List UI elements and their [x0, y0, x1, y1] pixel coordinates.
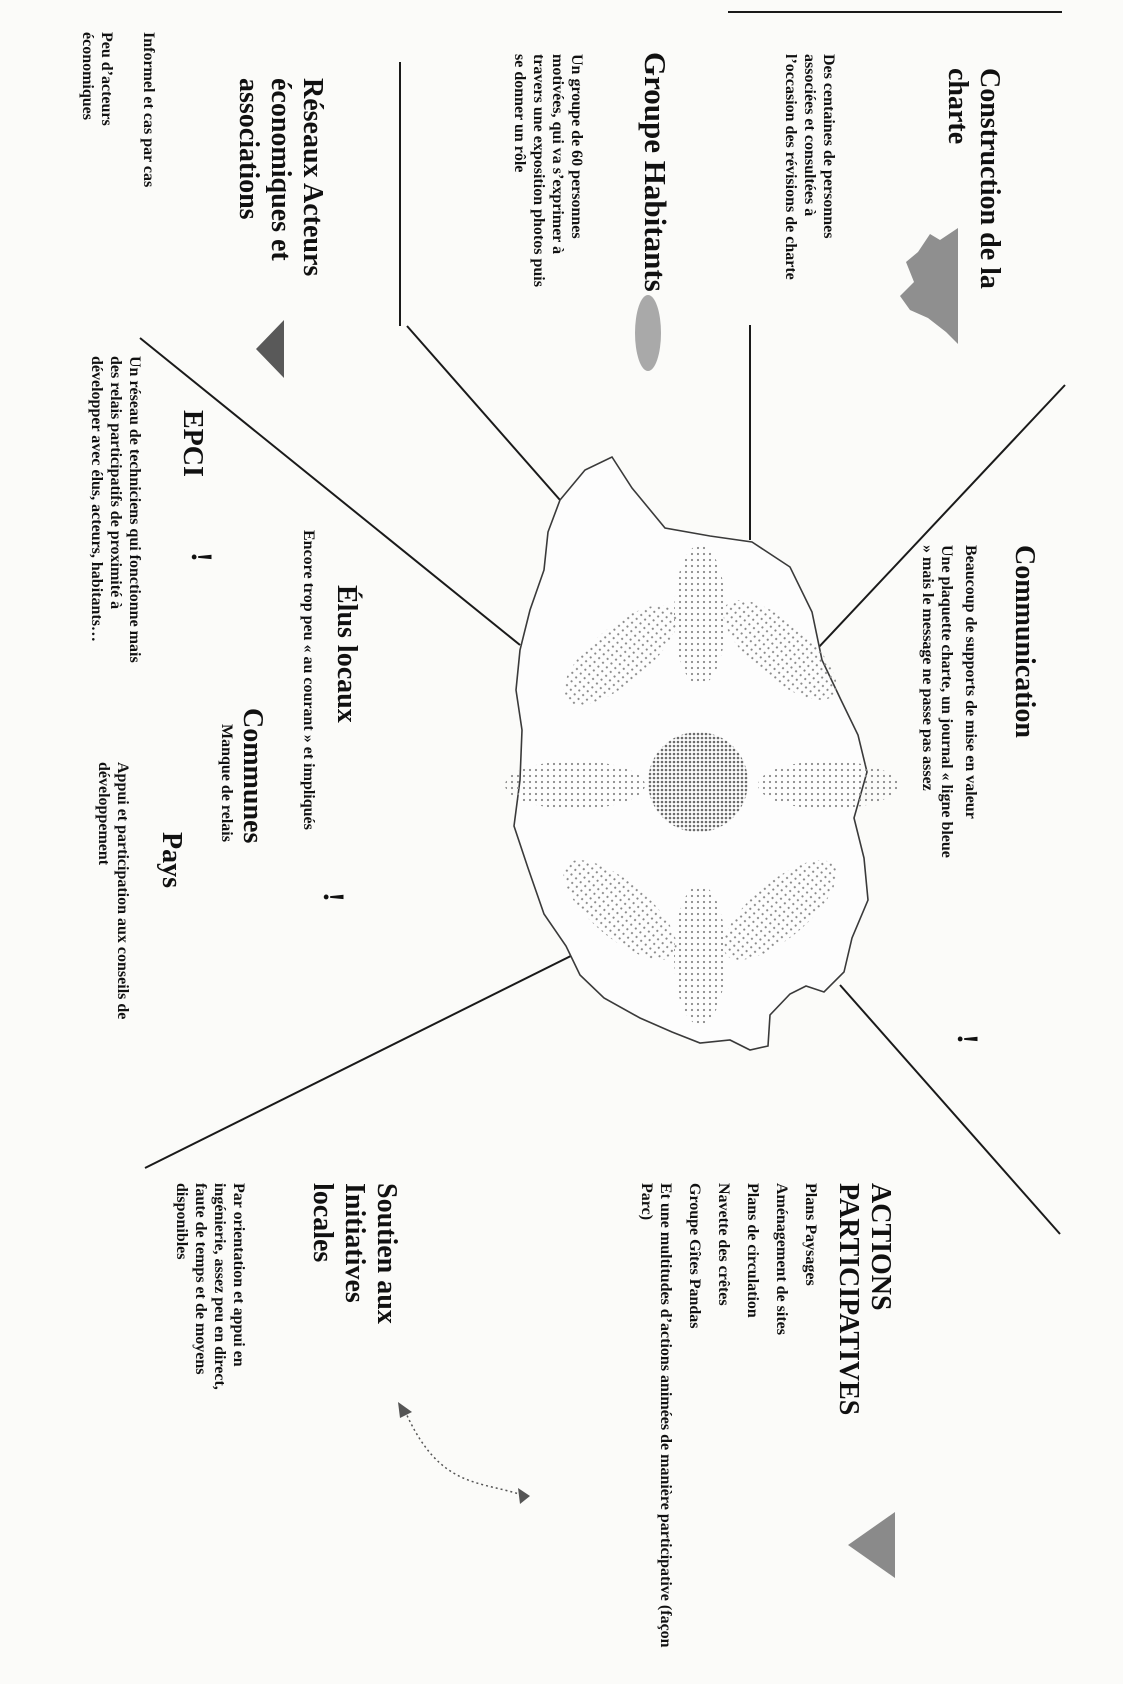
triangle-actions — [848, 1512, 895, 1578]
actions-item: Groupe Gîtes Pandas — [686, 1183, 703, 1329]
pays-text: Appui et participation aux conseils de d… — [95, 762, 131, 1020]
communes-title: Communes — [237, 708, 268, 844]
communication-exclamation-icon: ! — [951, 1034, 984, 1044]
construction-title: Construction de la charte — [942, 68, 1005, 289]
actions-item: Plans Paysages — [802, 1183, 819, 1286]
dotted-arrow-head-end — [518, 1488, 530, 1504]
epci-title: EPCI — [177, 410, 208, 477]
elus-title: Élus locaux — [331, 585, 362, 723]
reseaux-col1: Informel et cas par cas — [140, 32, 157, 188]
mark-groupe-habitants — [635, 295, 661, 371]
dotted-arrow-head-start — [398, 1402, 412, 1418]
communication-line2: Une plaquette charte, un journal « ligne… — [919, 545, 955, 858]
actions-list: Plans Paysages Aménagement de sites Plan… — [627, 1183, 820, 1683]
communication-title: Communication — [1009, 545, 1040, 738]
dotted-arrow — [404, 1410, 526, 1497]
elus-text: Encore trop peu « au courant » et impliq… — [300, 530, 317, 830]
actions-item: Et une multitudes d’actions animées de m… — [638, 1183, 674, 1648]
construction-text: Des centaines de personnes associées et … — [782, 54, 837, 280]
connector-communication — [817, 384, 1066, 649]
territory-core — [648, 732, 748, 832]
connector-actions — [839, 984, 1061, 1235]
connector-lines — [139, 11, 1066, 1235]
soutien-title: Soutien aux Initiatives locales — [307, 1183, 402, 1324]
connector-reseaux — [139, 337, 521, 646]
petal-pattern — [505, 545, 898, 1025]
pays-title: Pays — [156, 832, 187, 888]
reseaux-col2: Peu d’acteurs économiques — [79, 32, 115, 126]
groupe-habitants-title: Groupe Habitants — [638, 52, 673, 292]
communes-text: Manque de relais — [218, 724, 235, 842]
actions-title: ACTIONS PARTICIPATIVES — [833, 1183, 896, 1416]
triangle-reseaux — [256, 320, 284, 378]
connector-construction — [406, 325, 561, 501]
communication-line1: Beaucoup de supports de mise en valeur — [962, 545, 979, 819]
actions-item: Aménagement de sites — [773, 1183, 790, 1335]
actions-item: Navette des crêtes — [715, 1183, 732, 1306]
reseaux-title: Réseaux Acteurs économiques et associati… — [233, 78, 328, 277]
connector-epci-pays — [144, 933, 616, 1169]
actions-item: Plans de circulation — [744, 1183, 761, 1318]
epci-exclamation-icon: ! — [185, 552, 218, 562]
epci-text: Un réseau de techniciens qui fonctionne … — [88, 356, 143, 663]
groupe-habitants-text: Un groupe de 60 personnes motivées, qui … — [511, 54, 585, 287]
landscape-shape — [900, 228, 958, 344]
soutien-text: Par orientation et appui en ingénierie, … — [173, 1183, 247, 1390]
elus-exclamation-icon: ! — [317, 892, 350, 902]
